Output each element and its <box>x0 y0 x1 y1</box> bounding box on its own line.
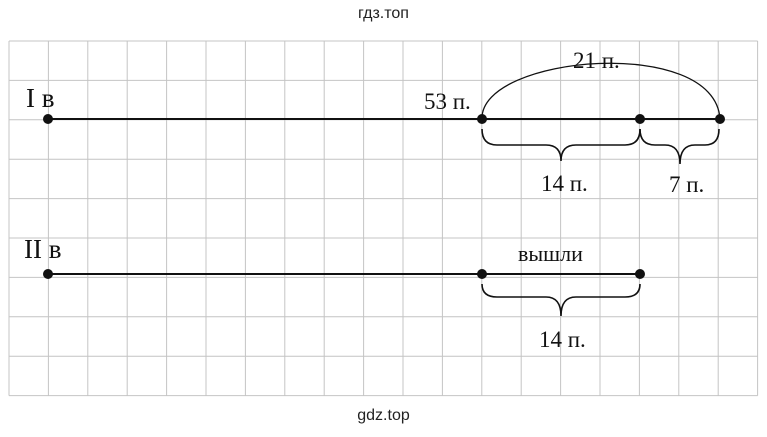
row1-label: I в <box>26 83 55 113</box>
row1-brace-a <box>481 128 641 162</box>
row2-point-end <box>635 269 645 279</box>
grid <box>8 40 759 397</box>
row2-point-mid <box>477 269 487 279</box>
watermark-bottom: gdz.top <box>357 407 410 424</box>
row2-brace-label: 14 п. <box>539 327 586 352</box>
row1-arc <box>481 62 721 120</box>
row1-brace-b-label: 7 п. <box>669 172 704 197</box>
watermark-top: гдз.топ <box>358 5 409 22</box>
row1-point-start <box>43 114 53 124</box>
row2-segment-note: вышли <box>518 241 583 266</box>
row1-arc-label: 21 п. <box>573 48 620 73</box>
row1-brace-b <box>639 128 720 165</box>
row1-point-67 <box>635 114 645 124</box>
row2-point-start <box>43 269 53 279</box>
row1-brace-a-label: 14 п. <box>541 171 588 196</box>
row2-brace <box>481 283 641 317</box>
row2-label: II в <box>24 234 61 264</box>
row1-segment-label: 53 п. <box>424 89 471 114</box>
